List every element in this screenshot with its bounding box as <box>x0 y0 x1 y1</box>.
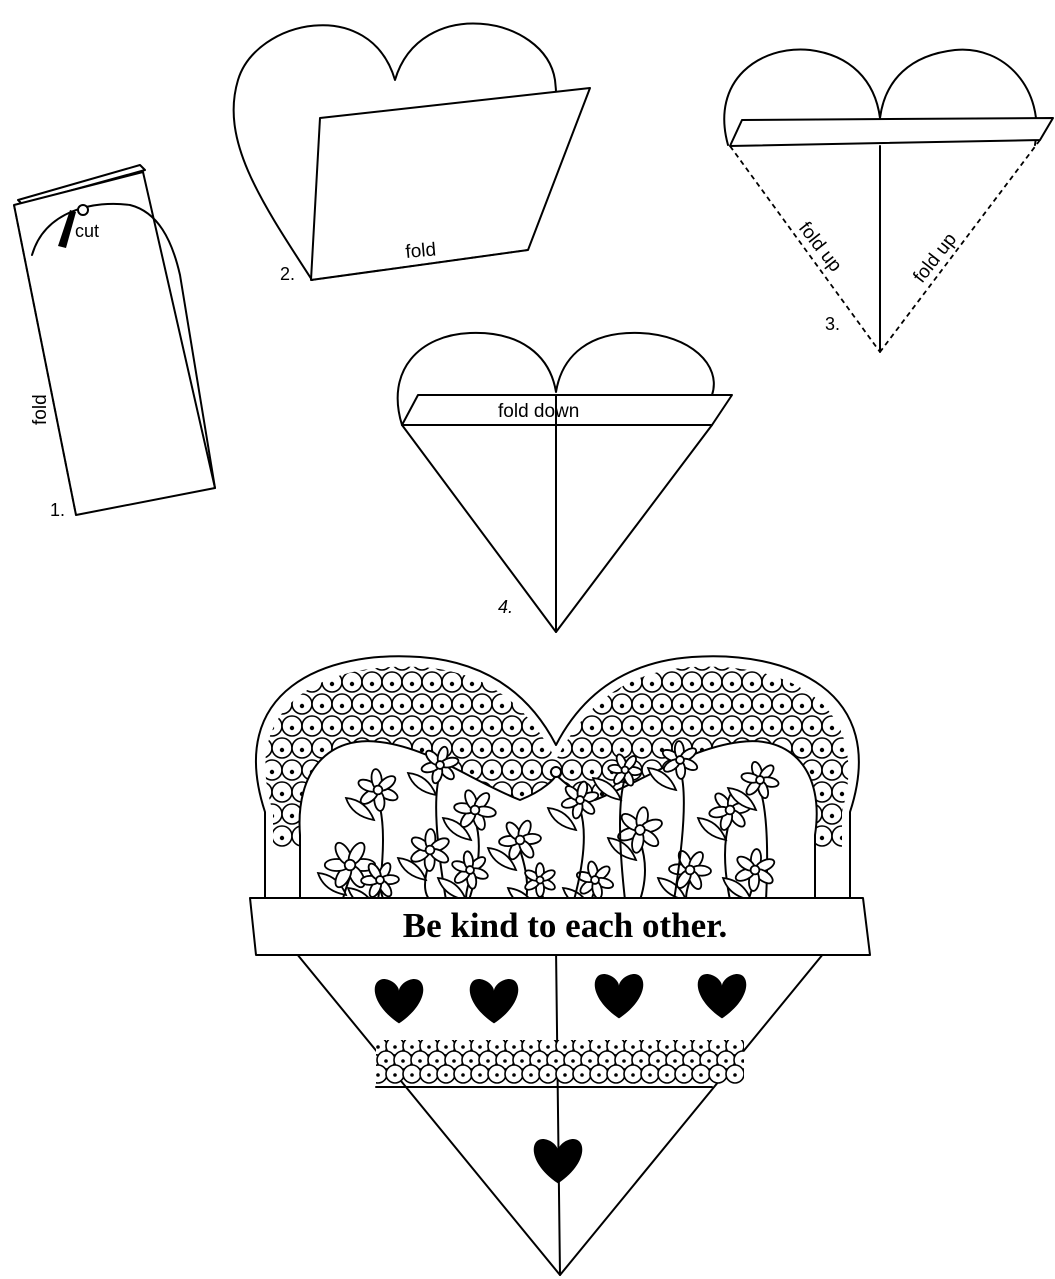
step-4-fold-label: fold down <box>498 401 579 422</box>
banner-message: Be kind to each other. <box>403 906 727 945</box>
step-2-number: 2. <box>280 264 295 284</box>
step-1-folded-paper: cut fold 1. <box>14 165 215 520</box>
step-3-number: 3. <box>825 314 840 334</box>
step-1-number: 1. <box>50 500 65 520</box>
scallop-band <box>369 1037 752 1087</box>
step-1-fold-label: fold <box>30 394 51 425</box>
step-4-number: 4. <box>498 597 513 617</box>
step-2-heart-folding: fold 2. <box>234 24 590 284</box>
step-3-heart-folding: fold up fold up 3. <box>724 50 1053 352</box>
final-heart-card: Be kind to each other. <box>250 650 870 1275</box>
step-2-fold-label: fold <box>405 239 437 263</box>
step-4-heart-folding: fold down 4. <box>398 333 732 632</box>
step-3-fold-left-label: fold up <box>794 218 846 276</box>
step-1-cut-label: cut <box>75 221 99 241</box>
